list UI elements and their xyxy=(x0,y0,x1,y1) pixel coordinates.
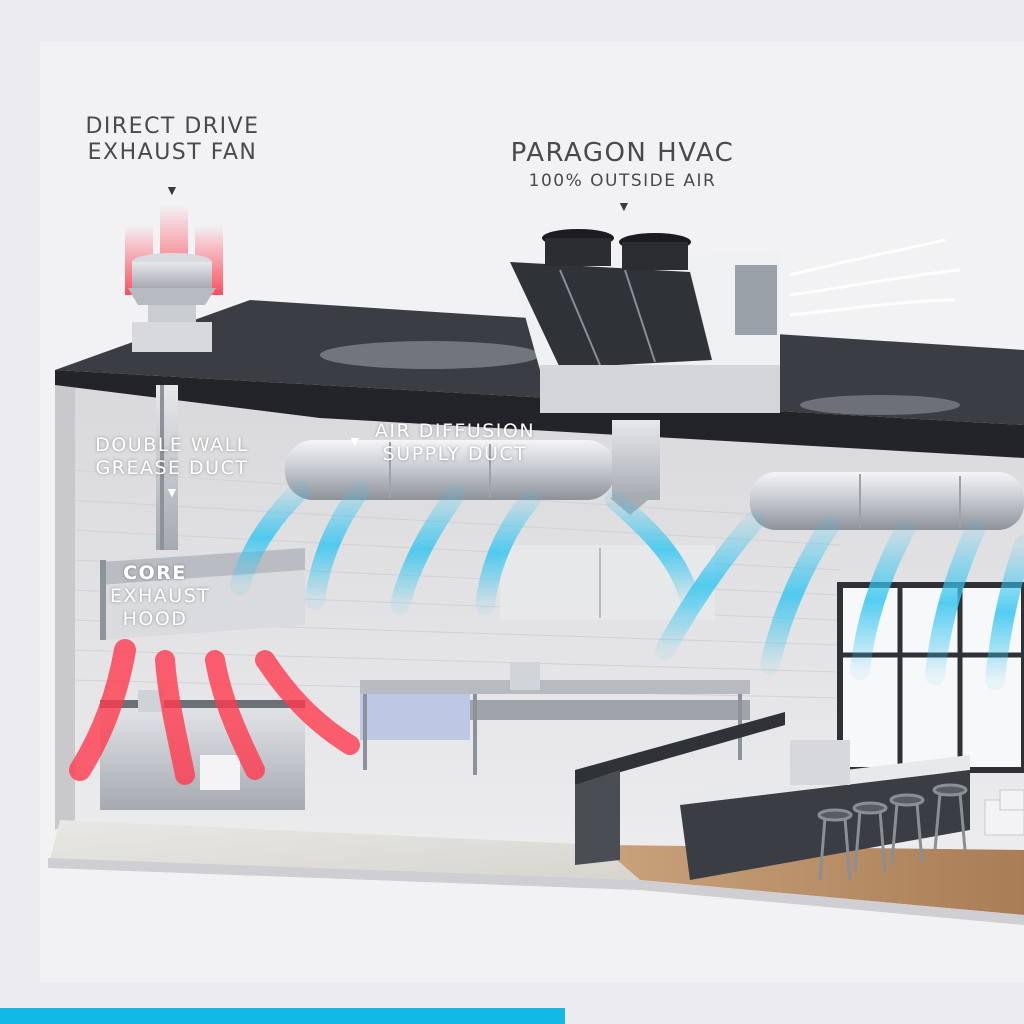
hvac-label-subtitle: 100% OUTSIDE AIR xyxy=(485,171,760,191)
exhaust-fan-label: DIRECT DRIVE EXHAUST FAN xyxy=(70,114,275,167)
grease-duct-label-line2: GREASE DUCT xyxy=(82,457,262,480)
hood-label-line3: HOOD xyxy=(110,608,200,631)
exhaust-fan-label-line1: DIRECT DRIVE xyxy=(70,114,275,140)
exhaust-fan-label-line2: EXHAUST FAN xyxy=(70,140,275,166)
hvac-label: PARAGON HVAC 100% OUTSIDE AIR xyxy=(485,138,760,192)
supply-duct-label-line1: AIR DIFFUSION xyxy=(365,420,545,443)
supply-duct-label-line2: SUPPLY DUCT xyxy=(365,443,545,466)
hvac-unit xyxy=(510,229,780,413)
cooking-line xyxy=(100,690,305,810)
supply-duct-marker-icon: ▼ xyxy=(348,434,362,448)
accent-bar xyxy=(0,1008,565,1024)
hood-label-line1: CORE xyxy=(110,562,200,585)
hvac-marker-icon: ▼ xyxy=(617,199,631,213)
hvac-label-title: PARAGON HVAC xyxy=(485,138,760,169)
grease-duct-marker-icon: ▼ xyxy=(165,485,179,499)
grease-duct-label: DOUBLE WALL GREASE DUCT xyxy=(82,434,262,480)
hood-label-line2: EXHAUST xyxy=(110,585,200,608)
grease-duct-label-line1: DOUBLE WALL xyxy=(82,434,262,457)
supply-duct-label: AIR DIFFUSION SUPPLY DUCT xyxy=(365,420,545,466)
hood-label: CORE EXHAUST HOOD xyxy=(110,562,200,630)
exhaust-fan xyxy=(125,205,223,352)
exhaust-fan-marker-icon: ▼ xyxy=(165,183,179,197)
